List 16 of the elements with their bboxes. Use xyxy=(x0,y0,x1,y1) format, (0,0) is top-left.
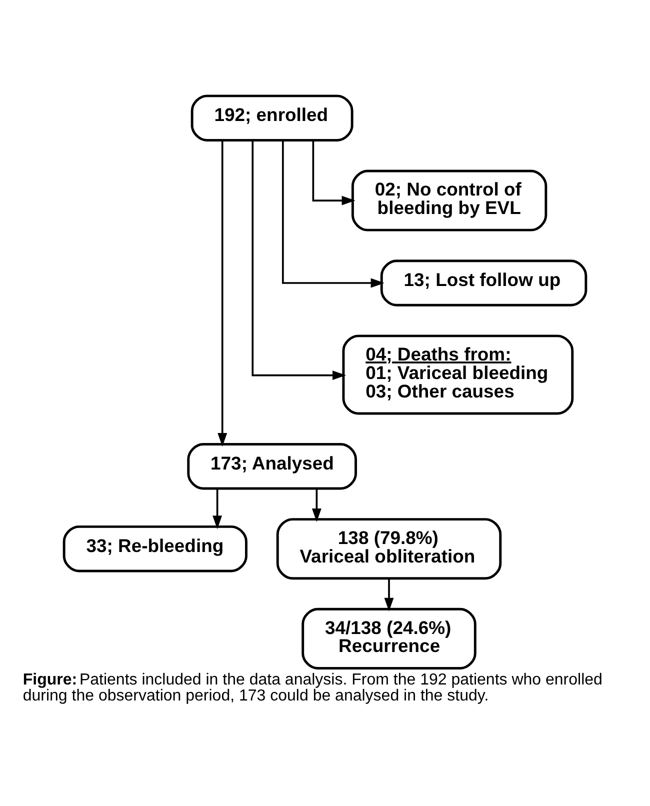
caption: Figure: Patients included in the data analysis. From the 192 patients who enrolled during the observation period, 173 could be analysed in the study. xyxy=(22,672,602,705)
arrow xyxy=(218,140,228,447)
node-box: 33; Re-bleeding xyxy=(62,525,248,572)
node-box: 13; Lost follow up xyxy=(380,260,588,306)
node-box: 173; Analysed xyxy=(187,443,357,490)
arrow xyxy=(282,140,384,288)
arrow xyxy=(212,488,222,530)
node-box: 138 (79.8%) Variceal obliteration xyxy=(276,518,502,580)
arrow xyxy=(252,140,346,380)
arrow xyxy=(312,140,356,206)
arrow xyxy=(312,488,322,522)
node-box: 02; No control of bleeding by EVL xyxy=(351,170,548,232)
node-box: 192; enrolled xyxy=(190,94,354,142)
node-box: 34/138 (24.6%) Recurrence xyxy=(302,608,476,670)
node-box: 04; Deaths from: 01; Variceal bleeding 03; Other causes xyxy=(342,334,574,415)
arrow xyxy=(384,578,394,612)
